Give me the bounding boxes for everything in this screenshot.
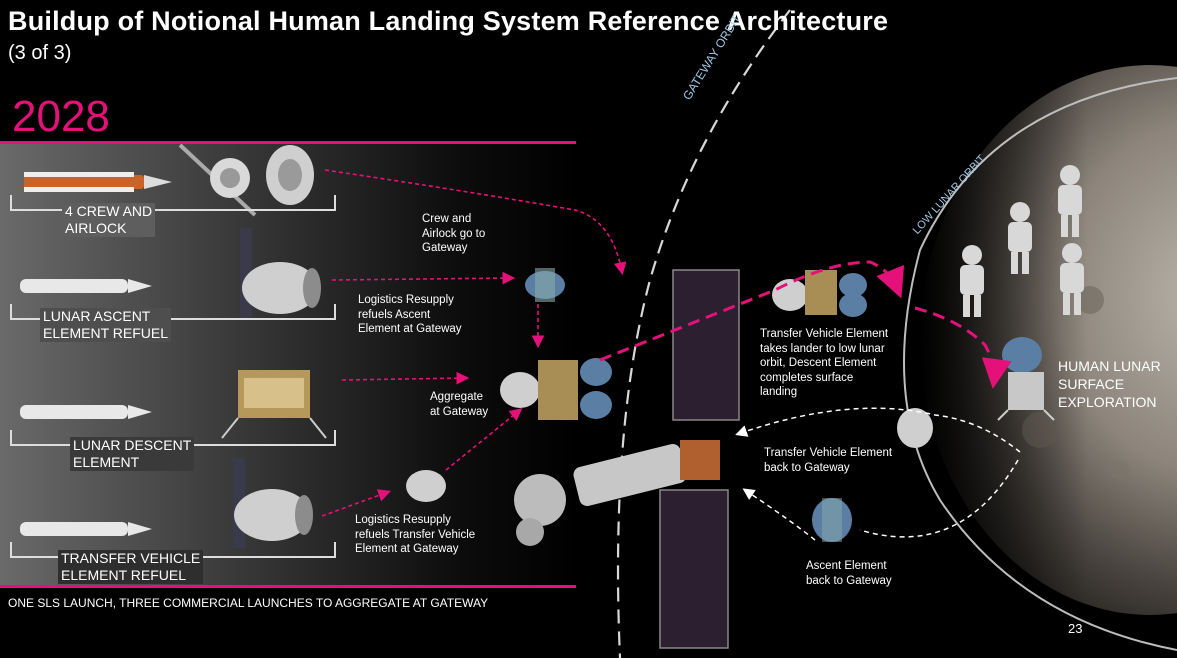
- low-lunar-orbit-line: [903, 77, 1177, 651]
- commercial-rocket-1: [20, 279, 152, 293]
- annotation-aggregate: Aggregate at Gateway: [430, 391, 489, 418]
- ascent-element-returning: [812, 498, 852, 542]
- orion-capsule: [178, 143, 257, 217]
- commercial-rocket-3: [20, 522, 152, 536]
- launch-bracket-1: [10, 195, 336, 211]
- annotation-crew-airlock: Crew and Airlock go to Gateway: [422, 213, 486, 254]
- bottom-divider: [0, 585, 576, 588]
- moon: [918, 60, 1177, 620]
- launch-label-crew: 4 CREW AND AIRLOCK: [62, 203, 156, 237]
- magenta-flow-arrows: [321, 169, 627, 517]
- annotation-transfer-back: Transfer Vehicle Element back to Gateway: [764, 447, 893, 474]
- lander-on-surface: [997, 337, 1055, 421]
- launch-label-transfer: TRANSFER VEHICLE ELEMENT REFUEL: [58, 550, 204, 584]
- launch-label-ascent: LUNAR ASCENT ELEMENT REFUEL: [40, 308, 171, 342]
- top-divider: [0, 141, 576, 144]
- annotation-transfer-vehicle: Transfer Vehicle Element takes lander to…: [760, 328, 889, 398]
- astronaut-figures: [960, 165, 1084, 317]
- transfer-vehicle-element: [772, 270, 867, 317]
- ascent-element-small: [525, 268, 565, 302]
- annotation-logistics-ascent: Logistics Resupply refuels Ascent Elemen…: [358, 294, 462, 335]
- launch-label-descent: LUNAR DESCENT ELEMENT: [70, 437, 195, 471]
- gateway-orbit-line: [616, 9, 791, 658]
- logistics-module-1: [240, 228, 321, 318]
- transfer-vehicle-returning: [897, 408, 933, 448]
- page-number: 23: [1068, 621, 1083, 636]
- commercial-rocket-2: [20, 405, 152, 419]
- white-return-arrows: [735, 407, 1021, 541]
- footer-note: ONE SLS LAUNCH, THREE COMMERCIAL LAUNCHE…: [8, 596, 489, 610]
- logistics-module-small: [406, 470, 446, 502]
- logistics-module-2: [233, 458, 313, 548]
- page-subtitle: (3 of 3): [8, 42, 72, 64]
- sls-rocket: [24, 172, 172, 192]
- magenta-bold-arrows: [599, 260, 1012, 389]
- launch-bracket-2: [10, 304, 336, 320]
- page-title: Buildup of Notional Human Landing System…: [8, 6, 889, 36]
- airlock-module: [266, 145, 314, 205]
- year-label: 2028: [12, 92, 110, 141]
- aggregated-lander-stack: [500, 358, 612, 420]
- annotation-ascent-back: Ascent Element back to Gateway: [806, 560, 892, 587]
- descent-element-lander: [221, 370, 327, 439]
- annotation-surface-exploration: HUMAN LUNAR SURFACE EXPLORATION: [1058, 358, 1161, 410]
- gateway-station: [514, 269, 740, 649]
- annotation-logistics-transfer: Logistics Resupply refuels Transfer Vehi…: [355, 514, 476, 555]
